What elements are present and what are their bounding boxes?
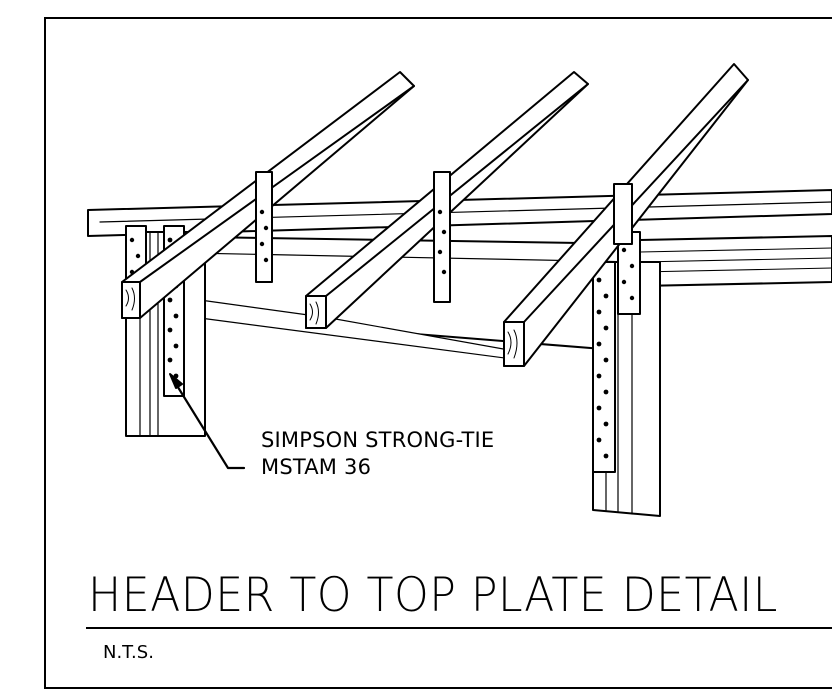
sheet-border — [44, 17, 832, 689]
callout-leader — [174, 382, 246, 470]
joist-left — [121, 71, 415, 319]
joist-middle — [305, 71, 589, 329]
callout-label-model: MSTAM 36 — [261, 455, 372, 479]
scale-note: N.T.S. — [103, 642, 154, 663]
right-post — [592, 231, 661, 517]
callout-label-manufacturer: SIMPSON STRONG-TIE — [261, 428, 495, 452]
title-underline — [86, 627, 832, 629]
joist-right — [503, 63, 749, 367]
detail-title: HEADER TO TOP PLATE DETAIL — [88, 568, 778, 623]
